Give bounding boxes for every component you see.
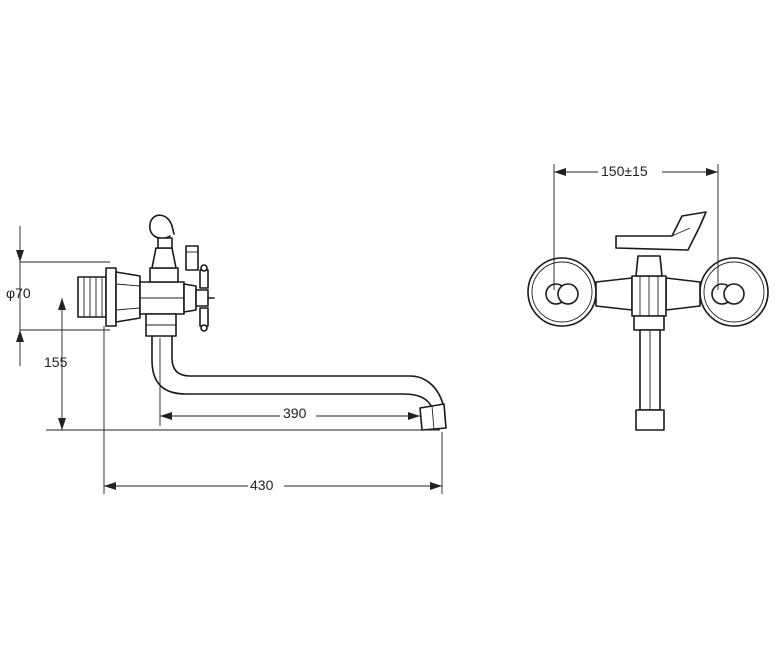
dimension-spout-length-label: 390 (283, 405, 307, 421)
front-body (595, 275, 701, 331)
dimension-total-length: 430 (103, 326, 443, 494)
shower-diverter (149, 214, 179, 283)
dimension-height: 155 (44, 298, 440, 431)
dimension-center-distance: 150±15 (553, 160, 719, 290)
cross-handle (185, 245, 215, 332)
mixer-body (139, 281, 197, 315)
dimension-spout-length: 390 (159, 338, 420, 426)
spout (145, 313, 447, 431)
wall-connector (77, 267, 141, 327)
front-handle (615, 211, 707, 277)
front-view: 150±15 (527, 160, 769, 431)
dimension-center-distance-label: 150±15 (601, 163, 648, 179)
side-view: φ70 155 390 430 (6, 214, 447, 494)
front-spout (635, 329, 665, 431)
left-escutcheon (527, 257, 597, 327)
dimension-height-label: 155 (44, 354, 68, 370)
dimension-total-length-label: 430 (250, 477, 274, 493)
dimension-diameter-label: φ70 (6, 285, 31, 301)
dimension-diameter: φ70 (6, 226, 110, 366)
right-escutcheon (699, 257, 769, 327)
